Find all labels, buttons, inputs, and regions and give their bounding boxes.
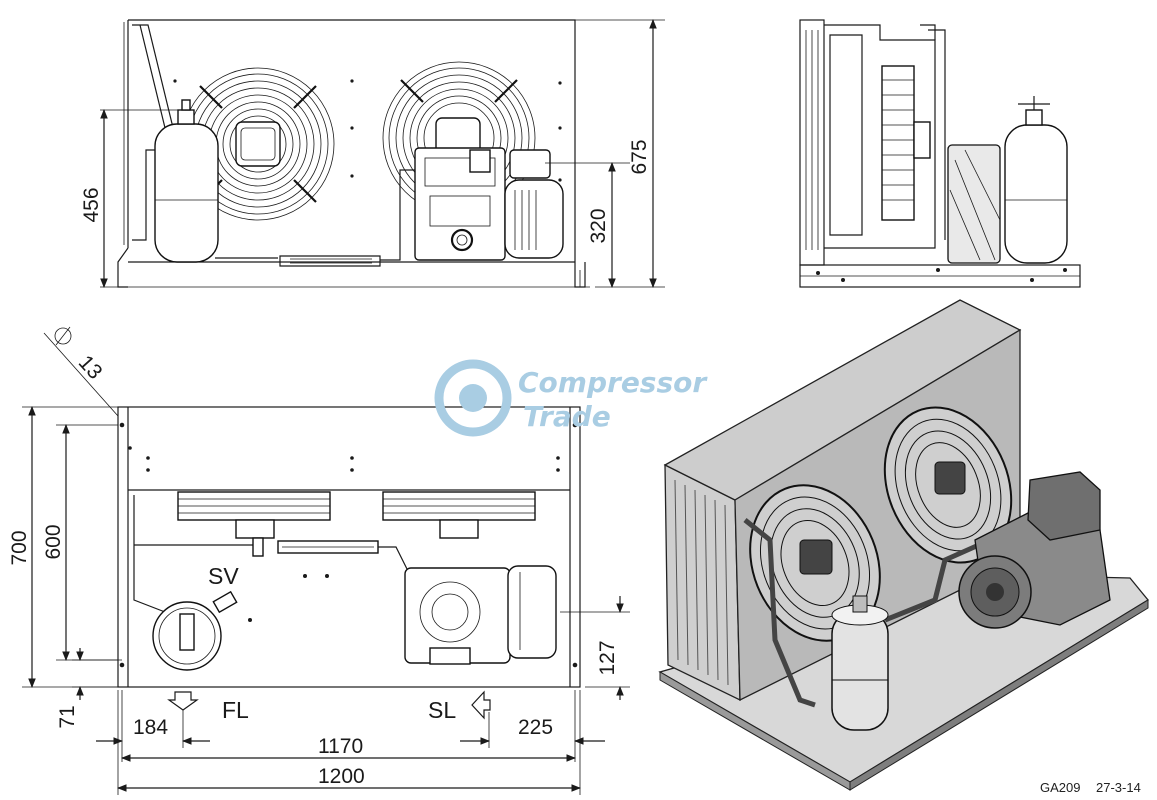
dim-225: 225: [518, 716, 553, 739]
compressor-top: [404, 565, 557, 665]
iso-receiver: [831, 595, 889, 731]
drawing-code: GA209: [1040, 780, 1080, 795]
fans-top: [177, 491, 536, 539]
iso-fan-left: [749, 484, 881, 642]
receiver-top: [152, 590, 238, 671]
dim-1200: 1200: [318, 765, 365, 788]
isometric-view: [658, 299, 1149, 791]
dim-1170: 1170: [318, 735, 363, 758]
dim-127: 127: [596, 640, 619, 675]
top-view: SV FL SL 13 700 600 71 127: [8, 326, 630, 795]
watermark-line2: Trade: [523, 400, 611, 433]
fan-left: [181, 67, 335, 221]
dim-600: 600: [42, 524, 65, 559]
receiver-front: [132, 99, 219, 263]
label-sl: SL: [428, 697, 456, 723]
label-fl: FL: [222, 697, 249, 723]
dim-71: 71: [56, 705, 79, 728]
compressor-front: [414, 147, 564, 261]
arrow-sl: [471, 690, 491, 720]
dim-700: 700: [8, 530, 31, 565]
side-view: [799, 19, 1081, 288]
iso-fan-right: [883, 406, 1013, 564]
dim-320: 320: [587, 208, 610, 243]
dim-184: 184: [133, 716, 168, 739]
iso-compressor: [958, 471, 1111, 629]
dim-675: 675: [628, 139, 651, 174]
front-view: 456 320 675: [80, 19, 665, 288]
dim-456: 456: [80, 187, 103, 222]
watermark: Compressor Trade: [434, 359, 708, 437]
drawing-date: 27-3-14: [1096, 780, 1141, 795]
dim-13: 13: [74, 351, 107, 384]
watermark-line1: Compressor: [518, 366, 708, 399]
arrow-fl: [167, 691, 199, 711]
label-sv: SV: [208, 563, 239, 589]
